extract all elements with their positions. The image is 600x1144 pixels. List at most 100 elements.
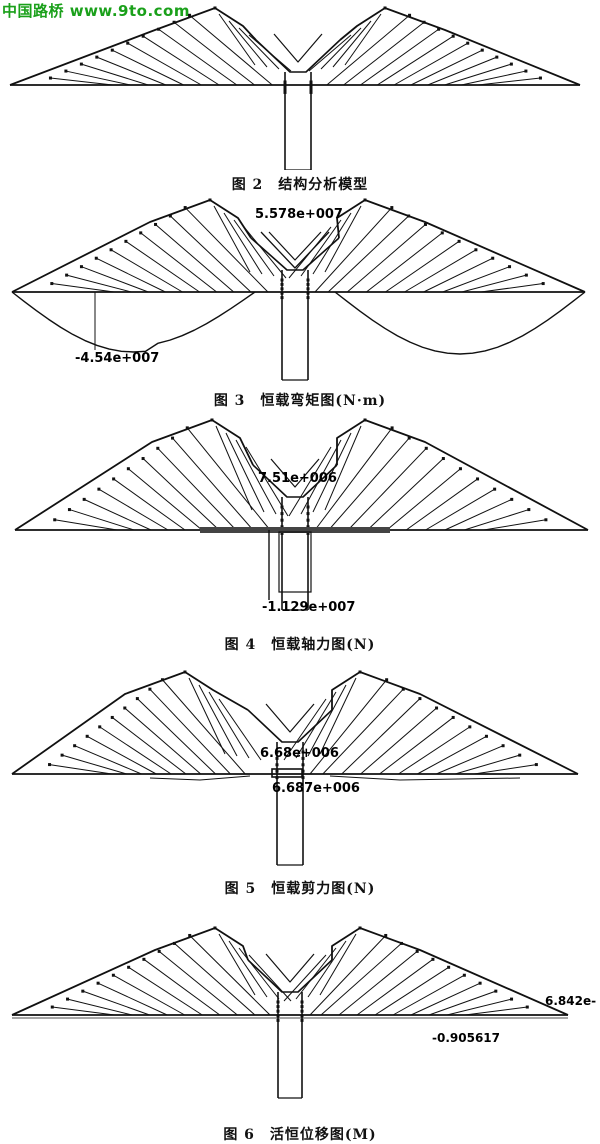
y-arm-inner (270, 458, 320, 488)
right-cable (309, 935, 387, 1016)
cable-node (126, 41, 130, 45)
cable-node (538, 76, 542, 80)
pier-node (301, 769, 305, 773)
pier-node (306, 282, 310, 286)
right-strut (324, 205, 362, 273)
y-arm-outer (252, 464, 338, 498)
cable-node (185, 426, 189, 430)
pier-node (306, 518, 310, 522)
shear-diagram-svg: 6.68e+006 6.687e+006 (11, 670, 579, 866)
left-cable (149, 688, 231, 775)
left-cable (189, 14, 273, 86)
apex-node (213, 926, 217, 930)
cable-node (126, 467, 130, 471)
left-cable (74, 745, 142, 775)
right-cable (461, 274, 527, 293)
figure-3-moment-diagram: 5.578e+007 -4.54e+007 (0, 190, 600, 385)
right-cable (464, 509, 529, 531)
cable-node (112, 477, 116, 481)
left-cable (184, 207, 269, 293)
pier-node (309, 85, 313, 89)
left-cable (96, 56, 167, 86)
left-top-chord (14, 419, 254, 531)
apex-node (213, 6, 217, 10)
right-cable (480, 283, 544, 293)
pier-node (280, 282, 284, 286)
cable-node (544, 518, 548, 522)
left-strut (225, 432, 265, 513)
left-cable (173, 21, 255, 86)
y-arm-inner (268, 231, 322, 261)
cable-node (183, 206, 187, 210)
cable-node (48, 76, 52, 80)
min-displacement-label: -0.905617 (432, 1031, 500, 1045)
right-strut (300, 439, 342, 515)
pier-node (283, 90, 287, 94)
apex-node (208, 198, 212, 202)
left-strut (238, 27, 280, 70)
right-strut (324, 425, 362, 511)
right-strut (288, 446, 332, 517)
pier-node (280, 287, 284, 291)
right-cable (398, 726, 471, 775)
left-strut (208, 691, 250, 759)
left-cable (172, 437, 254, 531)
moment-curve-left (11, 291, 256, 353)
left-cable (140, 232, 217, 293)
lower-shear-label: 6.687e+006 (272, 781, 360, 796)
cable-node (110, 715, 114, 719)
min-moment-label: -4.54e+007 (75, 351, 159, 366)
right-cable (483, 519, 546, 531)
right-cable (314, 427, 393, 531)
figure-6-caption: 图 6 活恒位移图(M) (223, 1127, 377, 1143)
cable-node (124, 239, 128, 243)
right-cable (377, 35, 454, 86)
right-top-chord (336, 199, 586, 293)
cable-node (524, 69, 528, 73)
cable-node (495, 55, 499, 59)
right-cable (386, 468, 461, 531)
right-cable (423, 257, 493, 293)
cable-node (468, 725, 472, 729)
left-cable (186, 427, 271, 531)
axial-band-pier (278, 531, 312, 593)
site-watermark: 中国路桥 www.9to.com (2, 2, 190, 20)
left-cable (111, 717, 187, 775)
cable-node (440, 231, 444, 235)
cable-node (435, 706, 439, 710)
pier-node (306, 531, 310, 535)
cable-node (127, 965, 131, 969)
pier-node (301, 756, 305, 760)
cable-node (508, 265, 512, 269)
cable-node (415, 949, 419, 953)
pier-node (275, 750, 279, 754)
right-cable (425, 488, 495, 531)
pier-node (276, 1014, 280, 1018)
cable-node (97, 487, 101, 491)
cable-node (390, 206, 394, 210)
cable-node (81, 989, 85, 993)
right-top-chord (331, 671, 579, 775)
shear-band-right (329, 775, 521, 781)
right-cable (341, 698, 421, 775)
left-strut (188, 677, 226, 755)
figure-4-caption: 图 4 恒载轴力图(N) (224, 637, 376, 653)
right-cable (343, 21, 425, 86)
left-top-chord (11, 671, 249, 775)
left-cable (81, 63, 149, 86)
left-cable (128, 966, 203, 1016)
cable-node (160, 678, 164, 682)
pier-node (309, 80, 313, 84)
cable-node (424, 446, 428, 450)
y-arm-outer (247, 959, 333, 993)
right-cable (328, 437, 410, 531)
pier-node (300, 1000, 304, 1004)
cable-node (480, 48, 484, 52)
cable-node (408, 13, 412, 17)
pier-node (275, 756, 279, 760)
left-cable (127, 42, 202, 86)
pier-node (275, 769, 279, 773)
cable-node (50, 282, 54, 286)
left-cable (125, 240, 200, 293)
cable-node (172, 941, 176, 945)
